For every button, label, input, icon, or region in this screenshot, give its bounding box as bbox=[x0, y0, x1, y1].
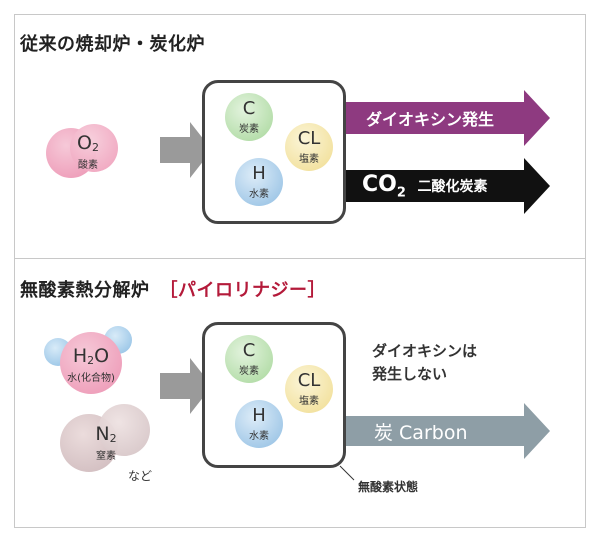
etc-label: など bbox=[127, 469, 152, 483]
input-arrow-bottom bbox=[160, 358, 212, 414]
water-label: H2O 水(化合物) bbox=[67, 345, 115, 384]
pyrolysis-title-highlight: ［パイロリナジー］ bbox=[159, 280, 326, 301]
carbon-label: 炭 Carbon bbox=[374, 422, 468, 444]
nitrogen-label: N2 窒素 bbox=[95, 423, 117, 462]
carbon-arrow bbox=[346, 403, 550, 459]
oxygen-label: O2 酸素 bbox=[77, 132, 99, 171]
dioxin-label: ダイオキシン発生 bbox=[366, 110, 495, 129]
co2-label: CO2 二酸化炭素 bbox=[362, 172, 488, 201]
anoxic-callout-line bbox=[339, 465, 355, 481]
dioxin-arrow bbox=[346, 90, 550, 146]
input-arrow-top bbox=[160, 122, 212, 178]
anoxic-label: 無酸素状態 bbox=[358, 480, 419, 494]
pyrolysis-title: 無酸素熱分解炉［パイロリナジー］ bbox=[20, 280, 326, 301]
co2-arrow bbox=[346, 158, 550, 214]
oxygen-molecule-b bbox=[70, 124, 118, 172]
nitrogen-atom-b bbox=[98, 404, 150, 456]
water-o-atom bbox=[60, 332, 122, 394]
no-dioxin-note: ダイオキシンは発生しない bbox=[372, 342, 478, 384]
conventional-title: 従来の焼却炉・炭化炉 bbox=[20, 34, 205, 55]
